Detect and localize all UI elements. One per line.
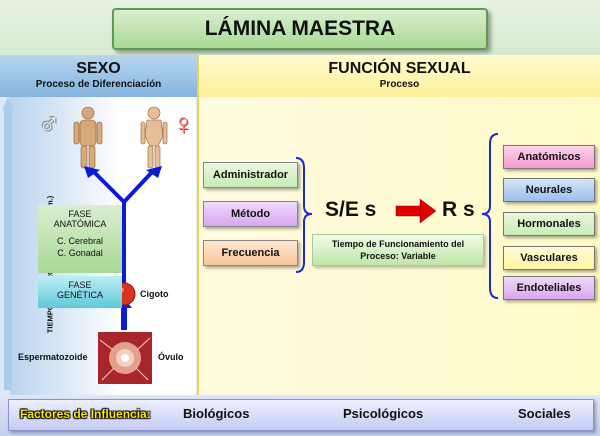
slide-title: LÁMINA MAESTRA <box>112 8 488 50</box>
up-arrow-icon <box>121 305 127 330</box>
tiempo-line1: Tiempo de Funcionamiento del <box>331 239 465 249</box>
fase-anatomica-item1: C. Cerebral <box>56 236 103 246</box>
vasculares-box: Vasculares <box>503 246 595 270</box>
differentiation-arrows <box>90 168 156 285</box>
sexo-header: SEXO Proceso de Diferenciación <box>0 55 197 97</box>
administrador-box: Administrador <box>203 162 298 188</box>
sexo-heading: SEXO <box>76 60 121 77</box>
funcion-subheading: Proceso <box>379 79 420 90</box>
rs-label: R s <box>442 198 475 221</box>
tiempo-funcionamiento-box: Tiempo de Funcionamiento del Proceso: Va… <box>312 234 484 266</box>
fase-genetica-line1: FASE <box>68 280 92 290</box>
factores-label: Factores de Influencia: <box>20 407 151 421</box>
time-arrow-icon <box>2 97 14 390</box>
se-label: S/E s <box>325 198 377 221</box>
female-symbol-icon: ♀ <box>172 108 195 141</box>
cigoto-label: Cigoto <box>140 289 169 299</box>
fase-anatomica-box: FASE ANATÓMICA C. Cerebral C. Gonadal <box>38 205 122 273</box>
ovulo-label: Óvulo <box>158 352 184 362</box>
input-brace <box>295 157 313 273</box>
espermatozoide-label: Espermatozoide <box>18 352 88 362</box>
metodo-box: Método <box>203 201 298 227</box>
fase-genetica-box: FASE GENÉTICA <box>38 276 122 308</box>
output-brace <box>481 133 499 299</box>
fase-anatomica-item2: C. Gonadal <box>57 248 103 258</box>
hormonales-box: Hormonales <box>503 212 595 236</box>
factor-biologicos: Biológicos <box>183 406 250 421</box>
endoteliales-box: Endoteliales <box>503 276 595 300</box>
funcion-header: FUNCIÓN SEXUAL Proceso <box>199 55 600 97</box>
female-figure-icon <box>140 106 168 169</box>
male-figure-icon <box>73 106 103 169</box>
factor-psicologicos: Psicológicos <box>343 406 424 421</box>
frecuencia-box: Frecuencia <box>203 240 298 266</box>
sexo-subheading: Proceso de Diferenciación <box>35 79 162 90</box>
tiempo-line2: Proceso: Variable <box>360 251 436 261</box>
anatomicos-box: Anatómicos <box>503 145 595 169</box>
fase-genetica-line2: GENÉTICA <box>56 290 103 300</box>
fase-anatomica-title1: FASE <box>68 209 92 219</box>
factor-sociales: Sociales <box>518 406 571 421</box>
neurales-box: Neurales <box>503 178 595 202</box>
process-arrow-icon <box>395 198 437 224</box>
factores-box <box>8 399 594 431</box>
funcion-heading: FUNCIÓN SEXUAL <box>328 60 471 77</box>
fertilization-image <box>98 332 152 384</box>
fase-anatomica-title2: ANATÓMICA <box>53 219 107 229</box>
male-symbol-icon: ♂ <box>38 108 61 141</box>
